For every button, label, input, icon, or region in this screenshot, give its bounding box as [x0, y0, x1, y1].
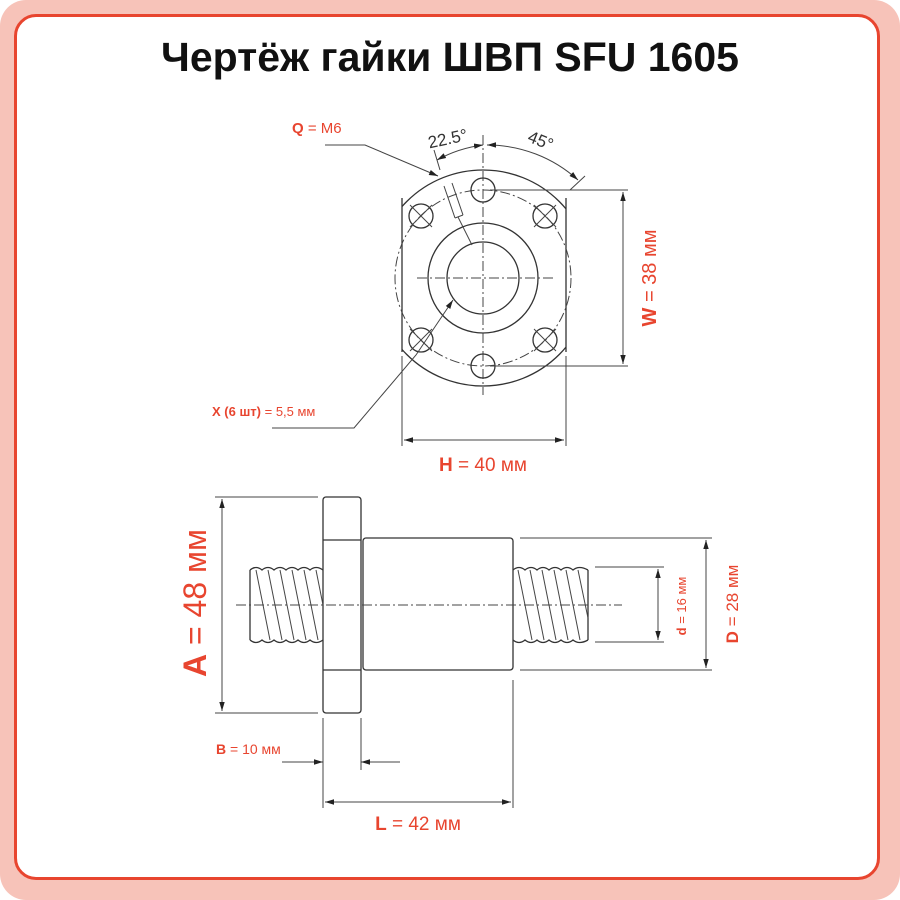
q-label: Q = M6: [292, 120, 342, 137]
nut-body-side: [362, 537, 514, 671]
bolt-holes: [408, 177, 558, 379]
top-view: 22.5° 45° Q = M6 X (6 шт) = 5,5 мм W = 3…: [212, 120, 661, 476]
side-view: A = 48 мм D = 28 мм d = 16 мм B = 10 мм …: [177, 496, 742, 835]
w-label: W = 38 мм: [639, 230, 661, 327]
a-label: A = 48 мм: [177, 529, 213, 677]
angle-45-label: 45°: [525, 127, 556, 154]
x-label: X (6 шт) = 5,5 мм: [212, 404, 315, 419]
l-label: L = 42 мм: [375, 814, 461, 835]
d-small-label: d = 16 мм: [674, 577, 689, 636]
page-title: Чертёж гайки ШВП SFU 1605: [161, 34, 739, 80]
d-large-label: D = 28 мм: [723, 565, 742, 644]
h-label: H = 40 мм: [439, 455, 527, 476]
lube-port: [443, 182, 473, 246]
b-label: B = 10 мм: [216, 741, 281, 757]
flange-outline: [402, 169, 566, 387]
angle-22-label: 22.5°: [426, 125, 469, 152]
bore-circle: [446, 241, 520, 315]
